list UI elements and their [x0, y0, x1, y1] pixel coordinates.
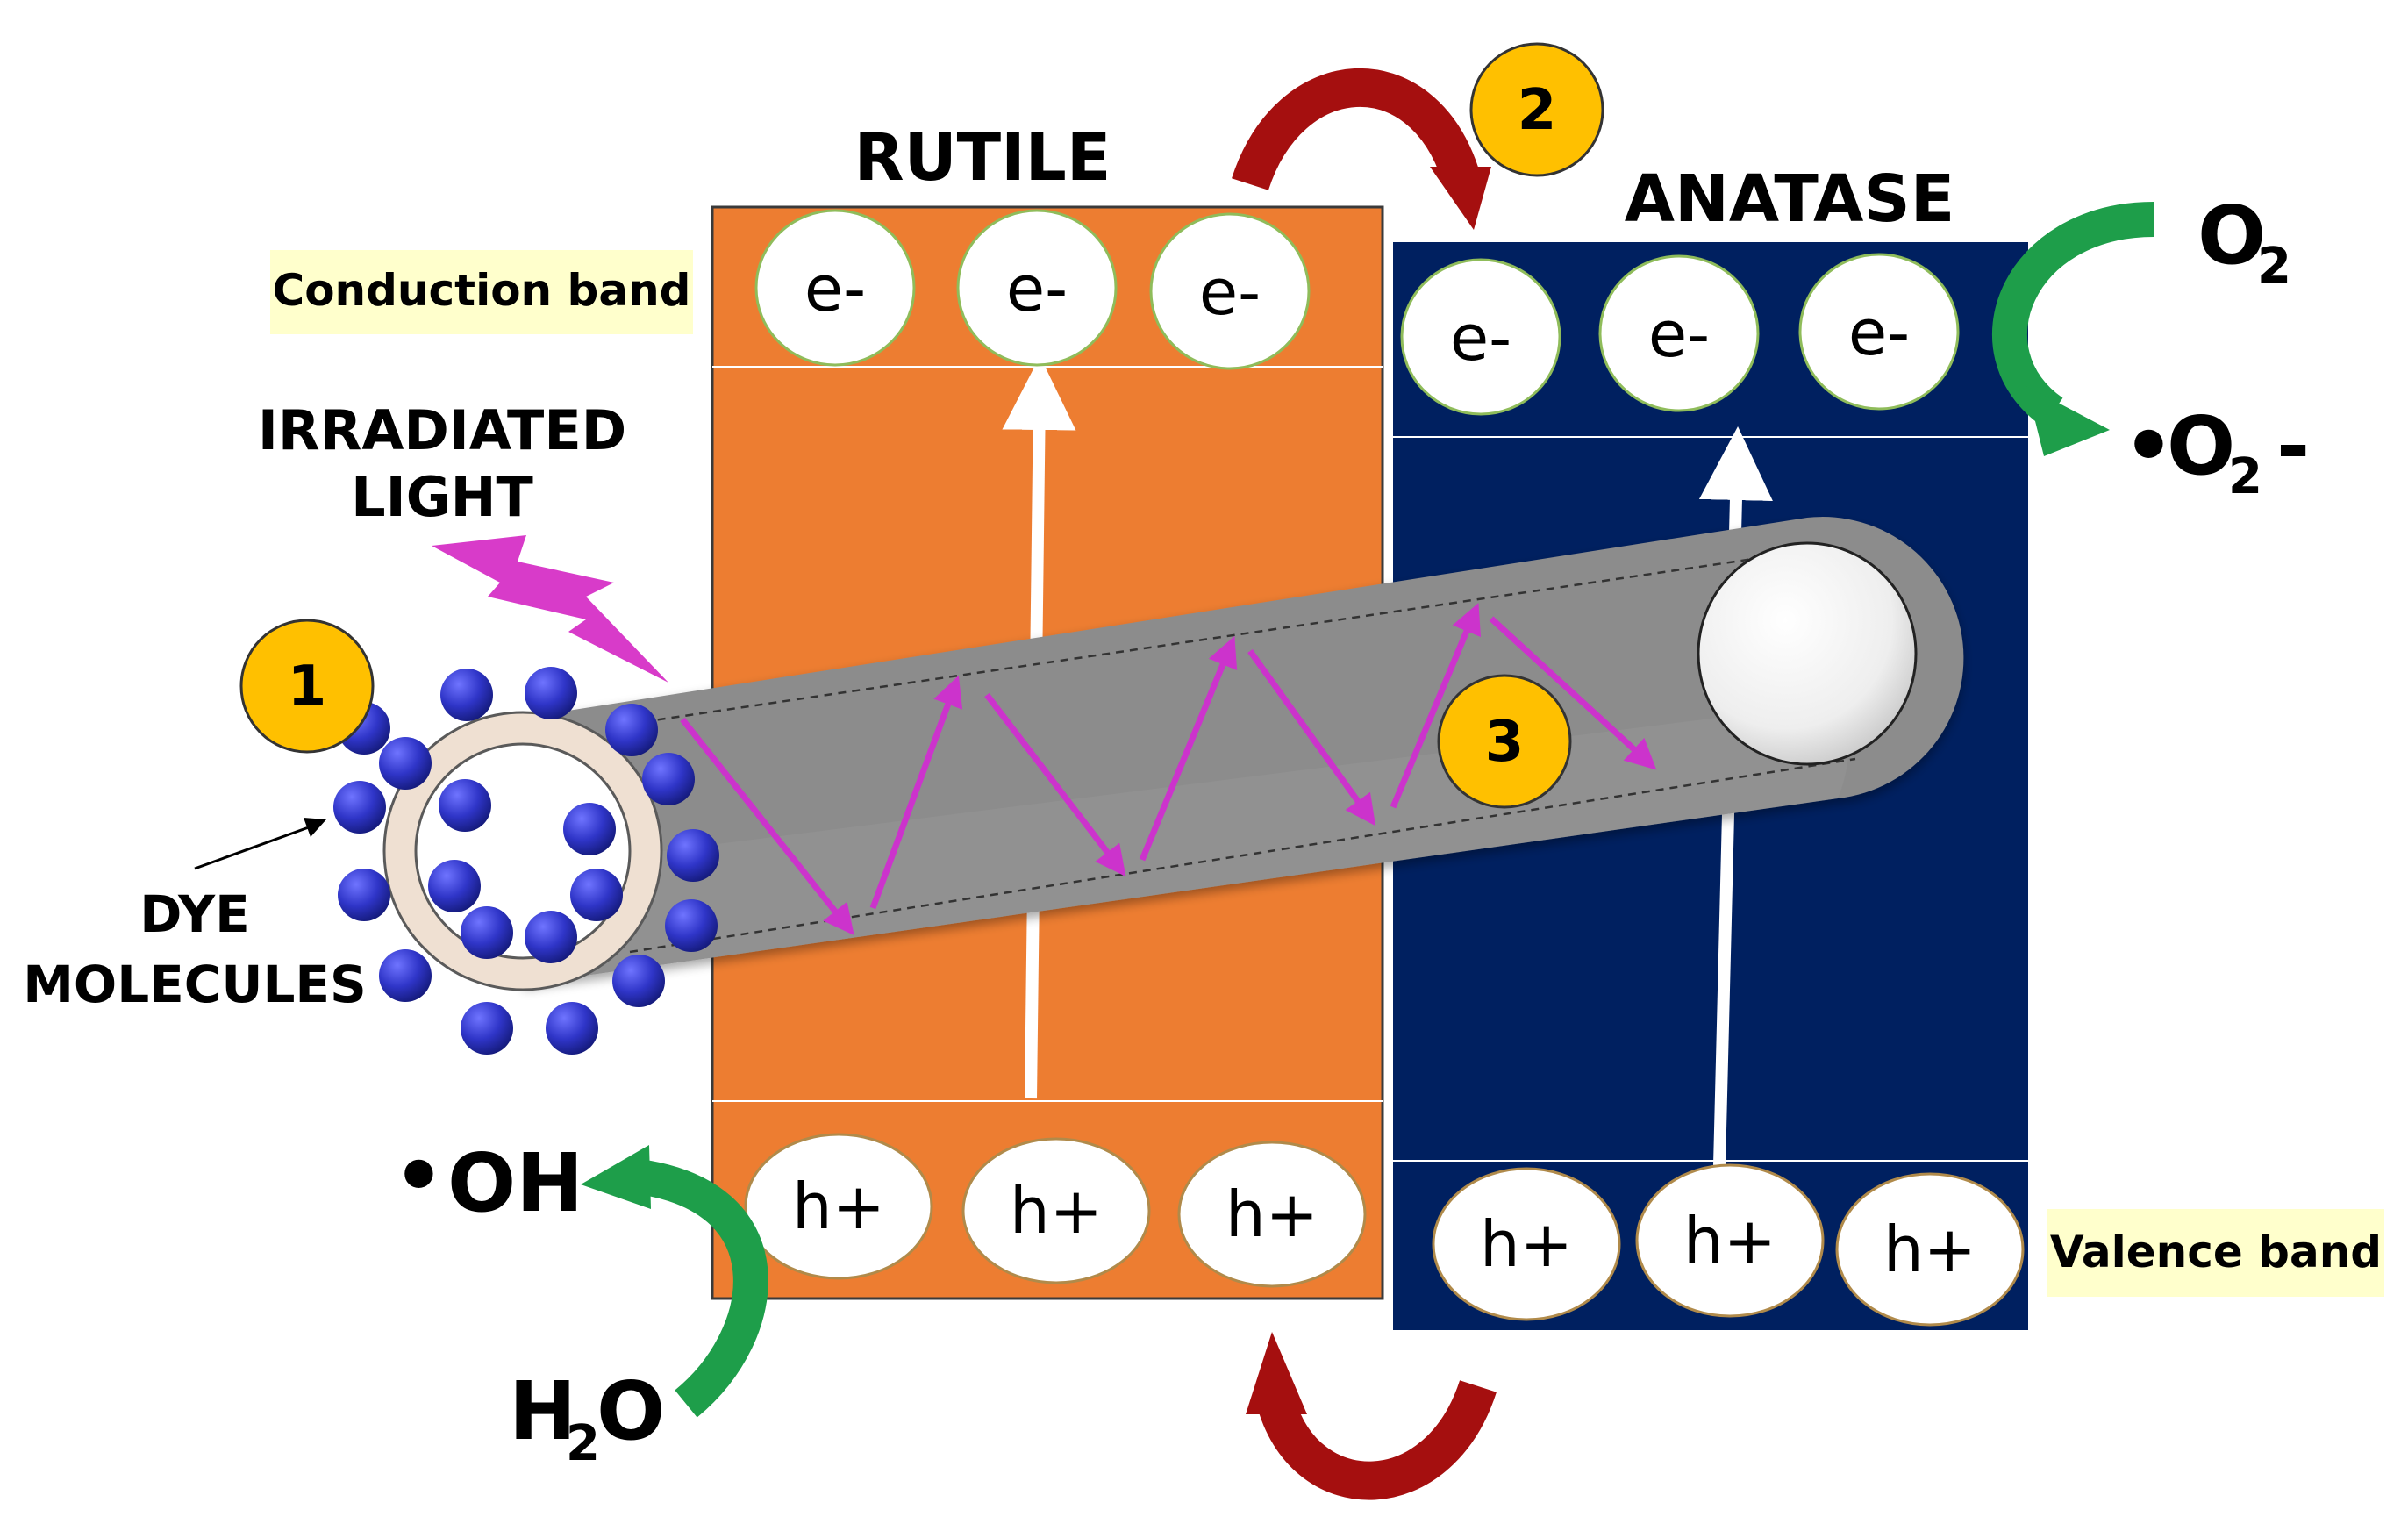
hydroxyl-dot: • [393, 1129, 445, 1223]
dye-molecule [612, 955, 665, 1007]
dye-pointer-arrow [194, 823, 317, 870]
superoxide-dot: • [2123, 399, 2175, 493]
electron-label: e- [1648, 297, 1710, 371]
hole-label: h+ [1010, 1174, 1103, 1248]
step-badge-1-label: 1 [288, 655, 327, 719]
dye-molecule [525, 911, 577, 963]
step-badge-2-label: 2 [1518, 78, 1557, 143]
photon-path [680, 603, 1657, 935]
hole: h+ [1635, 1163, 1825, 1318]
electron: e- [956, 209, 1118, 367]
dye-pointer-head [304, 818, 326, 837]
superoxide-sub: 2 [2228, 448, 2262, 505]
photon-segment [1489, 616, 1657, 770]
curved-arrow-icon [1232, 68, 1491, 230]
hole-label: h+ [1225, 1177, 1318, 1251]
electron: e- [754, 209, 916, 367]
rutile-holes: h+ h+ h+ [744, 1133, 1367, 1288]
dye-molecule [428, 860, 481, 912]
electron-label: e- [1450, 301, 1511, 375]
rutile-title: RUTILE [854, 120, 1111, 196]
hole-label: h+ [1683, 1204, 1776, 1277]
superoxide-radical: • O 2 - [2123, 399, 2310, 505]
step-badge-3: 3 [1437, 674, 1572, 809]
water-o: O [597, 1364, 665, 1458]
dye-molecule [338, 869, 390, 921]
hole: h+ [744, 1133, 933, 1280]
valence-band-label: Valence band [2047, 1209, 2384, 1297]
electron-label: e- [804, 252, 866, 326]
electron-label: e- [1199, 255, 1261, 329]
electron: e- [1149, 212, 1311, 370]
dye-label-line2: MOLECULES [23, 955, 367, 1014]
superoxide-charge: - [2276, 399, 2310, 493]
rutile-electrons: e- e- e- [754, 209, 1311, 370]
dye-molecule [525, 667, 577, 719]
step-badge-2: 2 [1469, 42, 1604, 177]
dye-molecule [665, 899, 718, 952]
anatase-electrons: e- e- e- [1400, 253, 1960, 416]
dye-molecules [333, 667, 719, 1055]
electron-label: e- [1006, 252, 1068, 326]
water-sub: 2 [566, 1415, 600, 1472]
dye-molecule [333, 781, 386, 834]
dye-molecule [461, 1002, 513, 1055]
lightning-bolt-icon [432, 535, 668, 683]
step-badge-1: 1 [239, 619, 375, 754]
dye-molecule [439, 779, 491, 832]
dye-molecule [667, 829, 719, 882]
hole: h+ [1177, 1141, 1367, 1288]
step-badge-3-label: 3 [1485, 710, 1525, 775]
photon-segment [869, 675, 963, 910]
hole-label: h+ [1480, 1207, 1573, 1281]
hole: h+ [961, 1137, 1151, 1284]
water-h: H [509, 1364, 576, 1458]
dye-molecule [461, 906, 513, 959]
photon-segment [1390, 603, 1482, 809]
dye-molecule [605, 704, 658, 756]
curved-arrow-icon [1991, 202, 2154, 456]
valence-band-text: Valence band [2050, 1227, 2382, 1277]
curved-arrow-icon [581, 1145, 768, 1418]
hydroxyl-radical: • OH [393, 1129, 583, 1230]
conduction-band-text: Conduction band [273, 265, 691, 316]
dye-molecule [546, 1002, 598, 1055]
curved-arrow-icon [1246, 1332, 1497, 1500]
nanotube-end-cap [1697, 541, 1918, 766]
hydroxyl-text: OH [447, 1136, 583, 1230]
dye-molecule [379, 737, 432, 790]
nanotube [523, 517, 1964, 984]
water-molecule: H 2 O [509, 1364, 665, 1472]
hole: h+ [1835, 1172, 2025, 1327]
photon-segment [1247, 648, 1376, 826]
nanotube-inner-bottom [629, 757, 1856, 954]
electron: e- [1798, 253, 1960, 411]
hole: h+ [1432, 1167, 1621, 1321]
anatase-title: ANATASE [1625, 161, 1955, 237]
dye-label-line1: DYE [139, 884, 250, 944]
nanotube-body [523, 517, 1964, 984]
dye-molecule [642, 753, 695, 805]
electron-label: e- [1848, 296, 1910, 369]
photon-segment [680, 717, 854, 935]
dye-molecule [379, 949, 432, 1002]
oxygen-o: O [2197, 189, 2266, 283]
dye-molecule [440, 669, 493, 721]
electron: e- [1400, 258, 1561, 416]
irradiated-light-line2: LIGHT [351, 465, 533, 529]
oxygen-sub: 2 [2257, 238, 2291, 295]
oxygen-molecule: O 2 [2197, 189, 2291, 295]
dye-molecule [570, 869, 623, 921]
conduction-band-label: Conduction band [270, 250, 693, 334]
dye-molecule [563, 803, 616, 855]
photon-segment [984, 692, 1126, 877]
superoxide-o: O [2167, 399, 2235, 493]
irradiated-light-line1: IRRADIATED [258, 398, 626, 462]
electron: e- [1598, 254, 1760, 412]
hole-label: h+ [792, 1170, 885, 1243]
anatase-holes: h+ h+ h+ [1432, 1163, 2025, 1327]
photon-segment [1139, 636, 1238, 862]
hole-label: h+ [1883, 1213, 1976, 1286]
